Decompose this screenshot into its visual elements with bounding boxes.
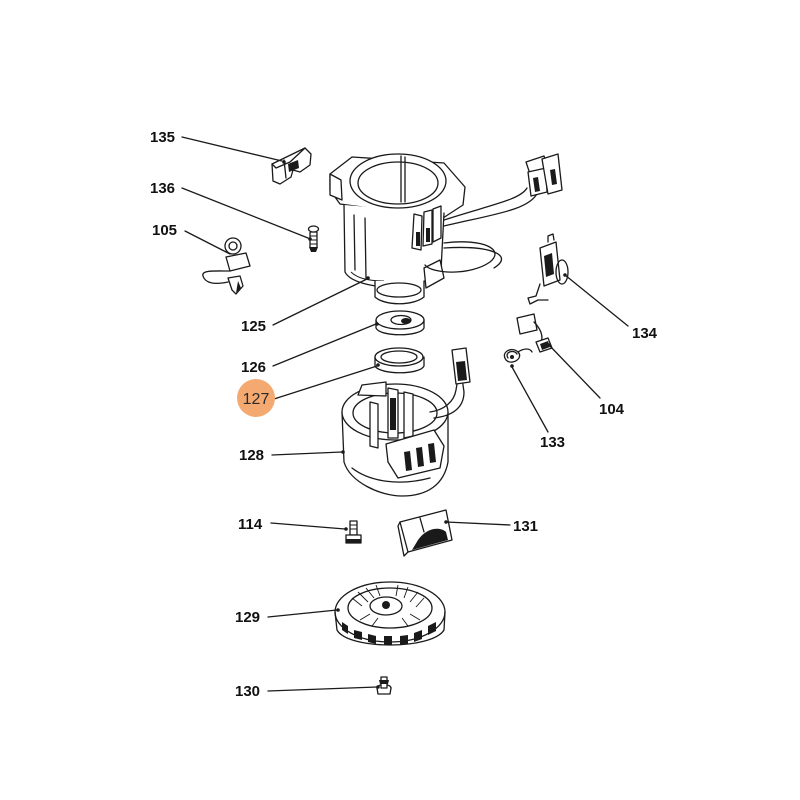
label-130[interactable]: 130 bbox=[235, 683, 260, 700]
part-126-bearing bbox=[375, 310, 425, 336]
part-131-cover bbox=[397, 509, 453, 557]
part-105-wire bbox=[202, 237, 251, 295]
label-128[interactable]: 128 bbox=[239, 447, 264, 464]
part-133-spring bbox=[503, 348, 533, 363]
highlight-circle-127[interactable] bbox=[237, 379, 275, 417]
label-131[interactable]: 131 bbox=[513, 518, 538, 535]
label-133[interactable]: 133 bbox=[540, 434, 565, 451]
part-127-bearing-ring bbox=[374, 347, 425, 374]
label-125[interactable]: 125 bbox=[241, 318, 266, 335]
leader-lines bbox=[181, 136, 629, 692]
label-134[interactable]: 134 bbox=[632, 325, 658, 342]
label-126[interactable]: 126 bbox=[241, 359, 266, 376]
part-114-bolt bbox=[345, 520, 362, 544]
part-128-brush-holder bbox=[341, 347, 471, 497]
label-105[interactable]: 105 bbox=[152, 222, 177, 239]
label-104[interactable]: 104 bbox=[599, 401, 625, 418]
label-135[interactable]: 135 bbox=[150, 129, 175, 146]
label-136[interactable]: 136 bbox=[150, 180, 175, 197]
part-136-screw bbox=[307, 225, 320, 252]
part-134-plug bbox=[527, 233, 569, 305]
label-127[interactable]: 127 bbox=[243, 391, 270, 408]
part-135-clip bbox=[271, 147, 312, 185]
part-125-motor-housing bbox=[329, 153, 563, 305]
label-114[interactable]: 114 bbox=[238, 516, 263, 533]
part-130-screw bbox=[376, 676, 392, 695]
part-129-fan bbox=[334, 581, 446, 646]
part-104-brush bbox=[516, 313, 553, 353]
label-129[interactable]: 129 bbox=[235, 609, 260, 626]
